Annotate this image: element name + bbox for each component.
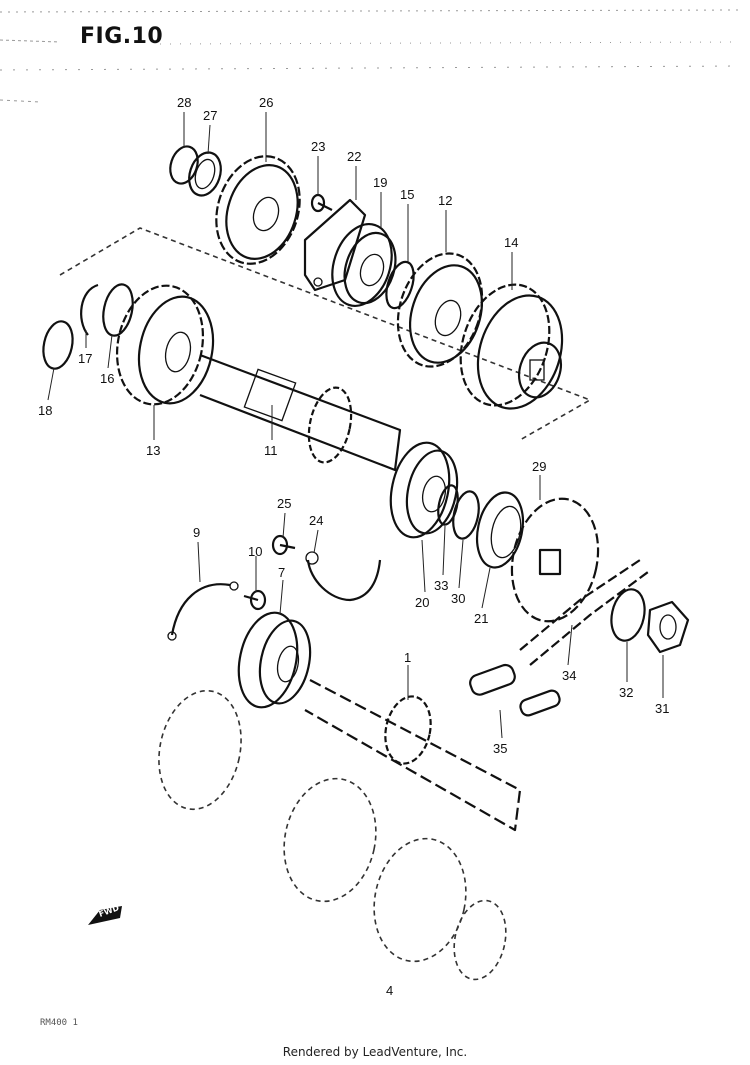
label-24: 24 (309, 513, 323, 528)
label-12: 12 (438, 193, 452, 208)
bolt-23 (310, 193, 333, 213)
label-13: 13 (146, 443, 160, 458)
label-35: 35 (493, 741, 507, 756)
part-labels: 28 27 26 23 22 19 15 12 14 17 16 18 13 1… (38, 95, 669, 998)
label-16: 16 (100, 371, 114, 386)
label-27: 27 (203, 108, 217, 123)
screw-10 (243, 589, 267, 611)
bearing-7 (237, 611, 312, 709)
drive-chain-34 (519, 559, 649, 666)
main-shaft-1 (304, 679, 522, 832)
circlip-28 (169, 145, 199, 185)
gear-26 (215, 155, 301, 265)
label-14: 14 (504, 235, 518, 250)
label-1: 1 (404, 650, 411, 665)
label-31: 31 (655, 701, 669, 716)
circlip-17 (80, 283, 99, 336)
label-33: 33 (434, 578, 448, 593)
label-23: 23 (311, 139, 325, 154)
washer-16 (102, 283, 134, 337)
circlip-9 (167, 581, 239, 641)
label-20: 20 (415, 595, 429, 610)
sprocket-29 (510, 497, 600, 623)
label-10: 10 (248, 544, 262, 559)
corner-code: RM400 1 (40, 1018, 78, 1028)
label-9: 9 (193, 525, 200, 540)
lock-washer-32 (610, 588, 646, 642)
label-7: 7 (278, 565, 285, 580)
scan-noise (0, 9, 741, 103)
label-15: 15 (400, 187, 414, 202)
phantom-gears-4 (158, 689, 507, 981)
label-30: 30 (451, 591, 465, 606)
label-4: 4 (386, 983, 393, 998)
spacer-30 (452, 490, 480, 540)
label-32: 32 (619, 685, 633, 700)
footer-credit: Rendered by LeadVenture, Inc. (282, 1045, 468, 1059)
label-29: 29 (532, 459, 546, 474)
circlip-18 (42, 320, 74, 370)
washer-15 (385, 260, 415, 310)
label-21: 21 (474, 611, 488, 626)
label-19: 19 (373, 175, 387, 190)
nut-31 (646, 600, 690, 654)
bearing-19 (331, 223, 397, 307)
gear-12 (396, 252, 484, 368)
figure-title: FIG.10 (80, 24, 164, 49)
gear-13 (115, 284, 215, 406)
countershaft-11 (199, 353, 402, 472)
assembly-box-outline (59, 227, 592, 441)
label-25: 25 (277, 496, 291, 511)
forward-arrow-icon: FWD (88, 903, 122, 925)
label-18: 18 (38, 403, 52, 418)
label-22: 22 (347, 149, 361, 164)
label-28: 28 (177, 95, 191, 110)
chain-joint-35 (469, 663, 561, 717)
bearing-20 (389, 441, 459, 539)
label-11: 11 (264, 443, 278, 458)
label-26: 26 (259, 95, 273, 110)
label-17: 17 (78, 351, 92, 366)
label-34: 34 (562, 668, 576, 683)
bolt-25 (271, 534, 296, 556)
spring-clip-24 (305, 551, 382, 602)
washer-27 (188, 151, 222, 197)
